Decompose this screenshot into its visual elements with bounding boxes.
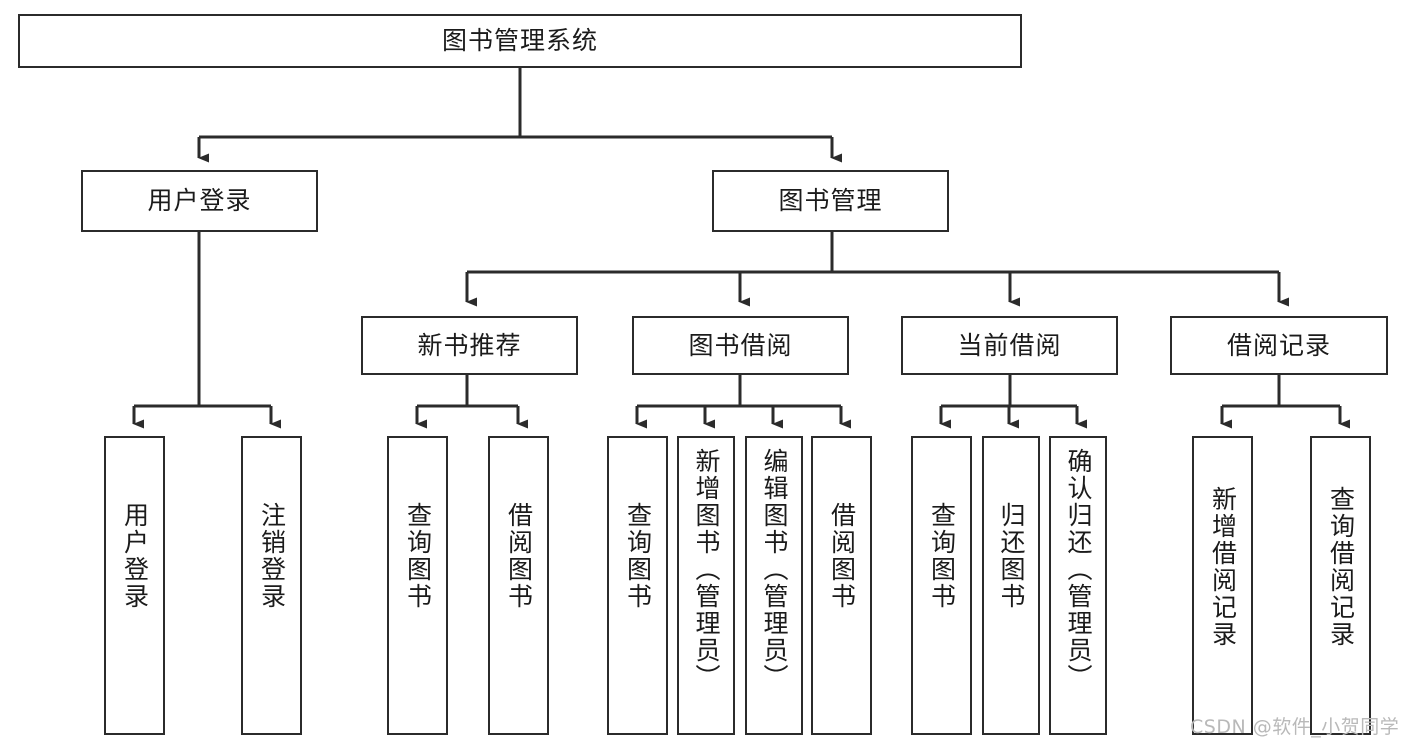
leaf-user-login-login[interactable]: 用户登录 [104,436,165,735]
node-label: 查询图书 [623,502,653,610]
node-current-borrow[interactable]: 当前借阅 [901,316,1118,375]
node-label: 查询图书 [927,502,957,610]
leaf-borrow-add-book-admin[interactable]: 新增图书（管理员） [677,436,735,735]
leaf-current-query-book[interactable]: 查询图书 [911,436,972,735]
node-label: 图书借阅 [688,330,793,360]
node-label: 确认归还（管理员） [1064,448,1093,691]
csdn-watermark: CSDN @软件_小贺同学 [1190,716,1400,738]
leaf-borrow-borrow-book[interactable]: 借阅图书 [811,436,872,735]
node-root-system[interactable]: 图书管理系统 [18,14,1022,68]
node-label: 新书推荐 [417,330,522,360]
node-label: 新增借阅记录 [1208,486,1238,648]
node-label: 归还图书 [997,502,1026,610]
node-user-login[interactable]: 用户登录 [81,170,318,232]
node-book-management[interactable]: 图书管理 [712,170,949,232]
node-label: 用户登录 [120,502,150,610]
node-new-book-recommend[interactable]: 新书推荐 [361,316,578,375]
node-label: 新增图书（管理员） [692,448,721,691]
leaf-record-add-record[interactable]: 新增借阅记录 [1192,436,1253,735]
leaf-borrow-query-book[interactable]: 查询图书 [607,436,668,735]
node-label: 图书管理系统 [441,26,598,56]
leaf-user-login-logout[interactable]: 注销登录 [241,436,302,735]
node-label: 查询图书 [403,502,433,610]
node-label: 借阅记录 [1226,330,1331,360]
leaf-current-confirm-return-admin[interactable]: 确认归还（管理员） [1049,436,1107,735]
node-label: 图书管理 [778,186,883,216]
node-label: 查询借阅记录 [1326,486,1356,648]
leaf-record-query-record[interactable]: 查询借阅记录 [1310,436,1371,735]
node-label: 借阅图书 [827,502,857,610]
leaf-borrow-edit-book-admin[interactable]: 编辑图书（管理员） [745,436,803,735]
leaf-current-return-book[interactable]: 归还图书 [982,436,1040,735]
node-borrow-record[interactable]: 借阅记录 [1170,316,1388,375]
node-label: 当前借阅 [957,330,1062,360]
node-label: 编辑图书（管理员） [760,448,789,691]
node-book-borrow[interactable]: 图书借阅 [632,316,849,375]
node-label: 注销登录 [257,502,287,610]
node-label: 用户登录 [147,186,252,216]
leaf-recommend-borrow-book[interactable]: 借阅图书 [488,436,549,735]
leaf-recommend-query-book[interactable]: 查询图书 [387,436,448,735]
node-label: 借阅图书 [504,502,534,610]
